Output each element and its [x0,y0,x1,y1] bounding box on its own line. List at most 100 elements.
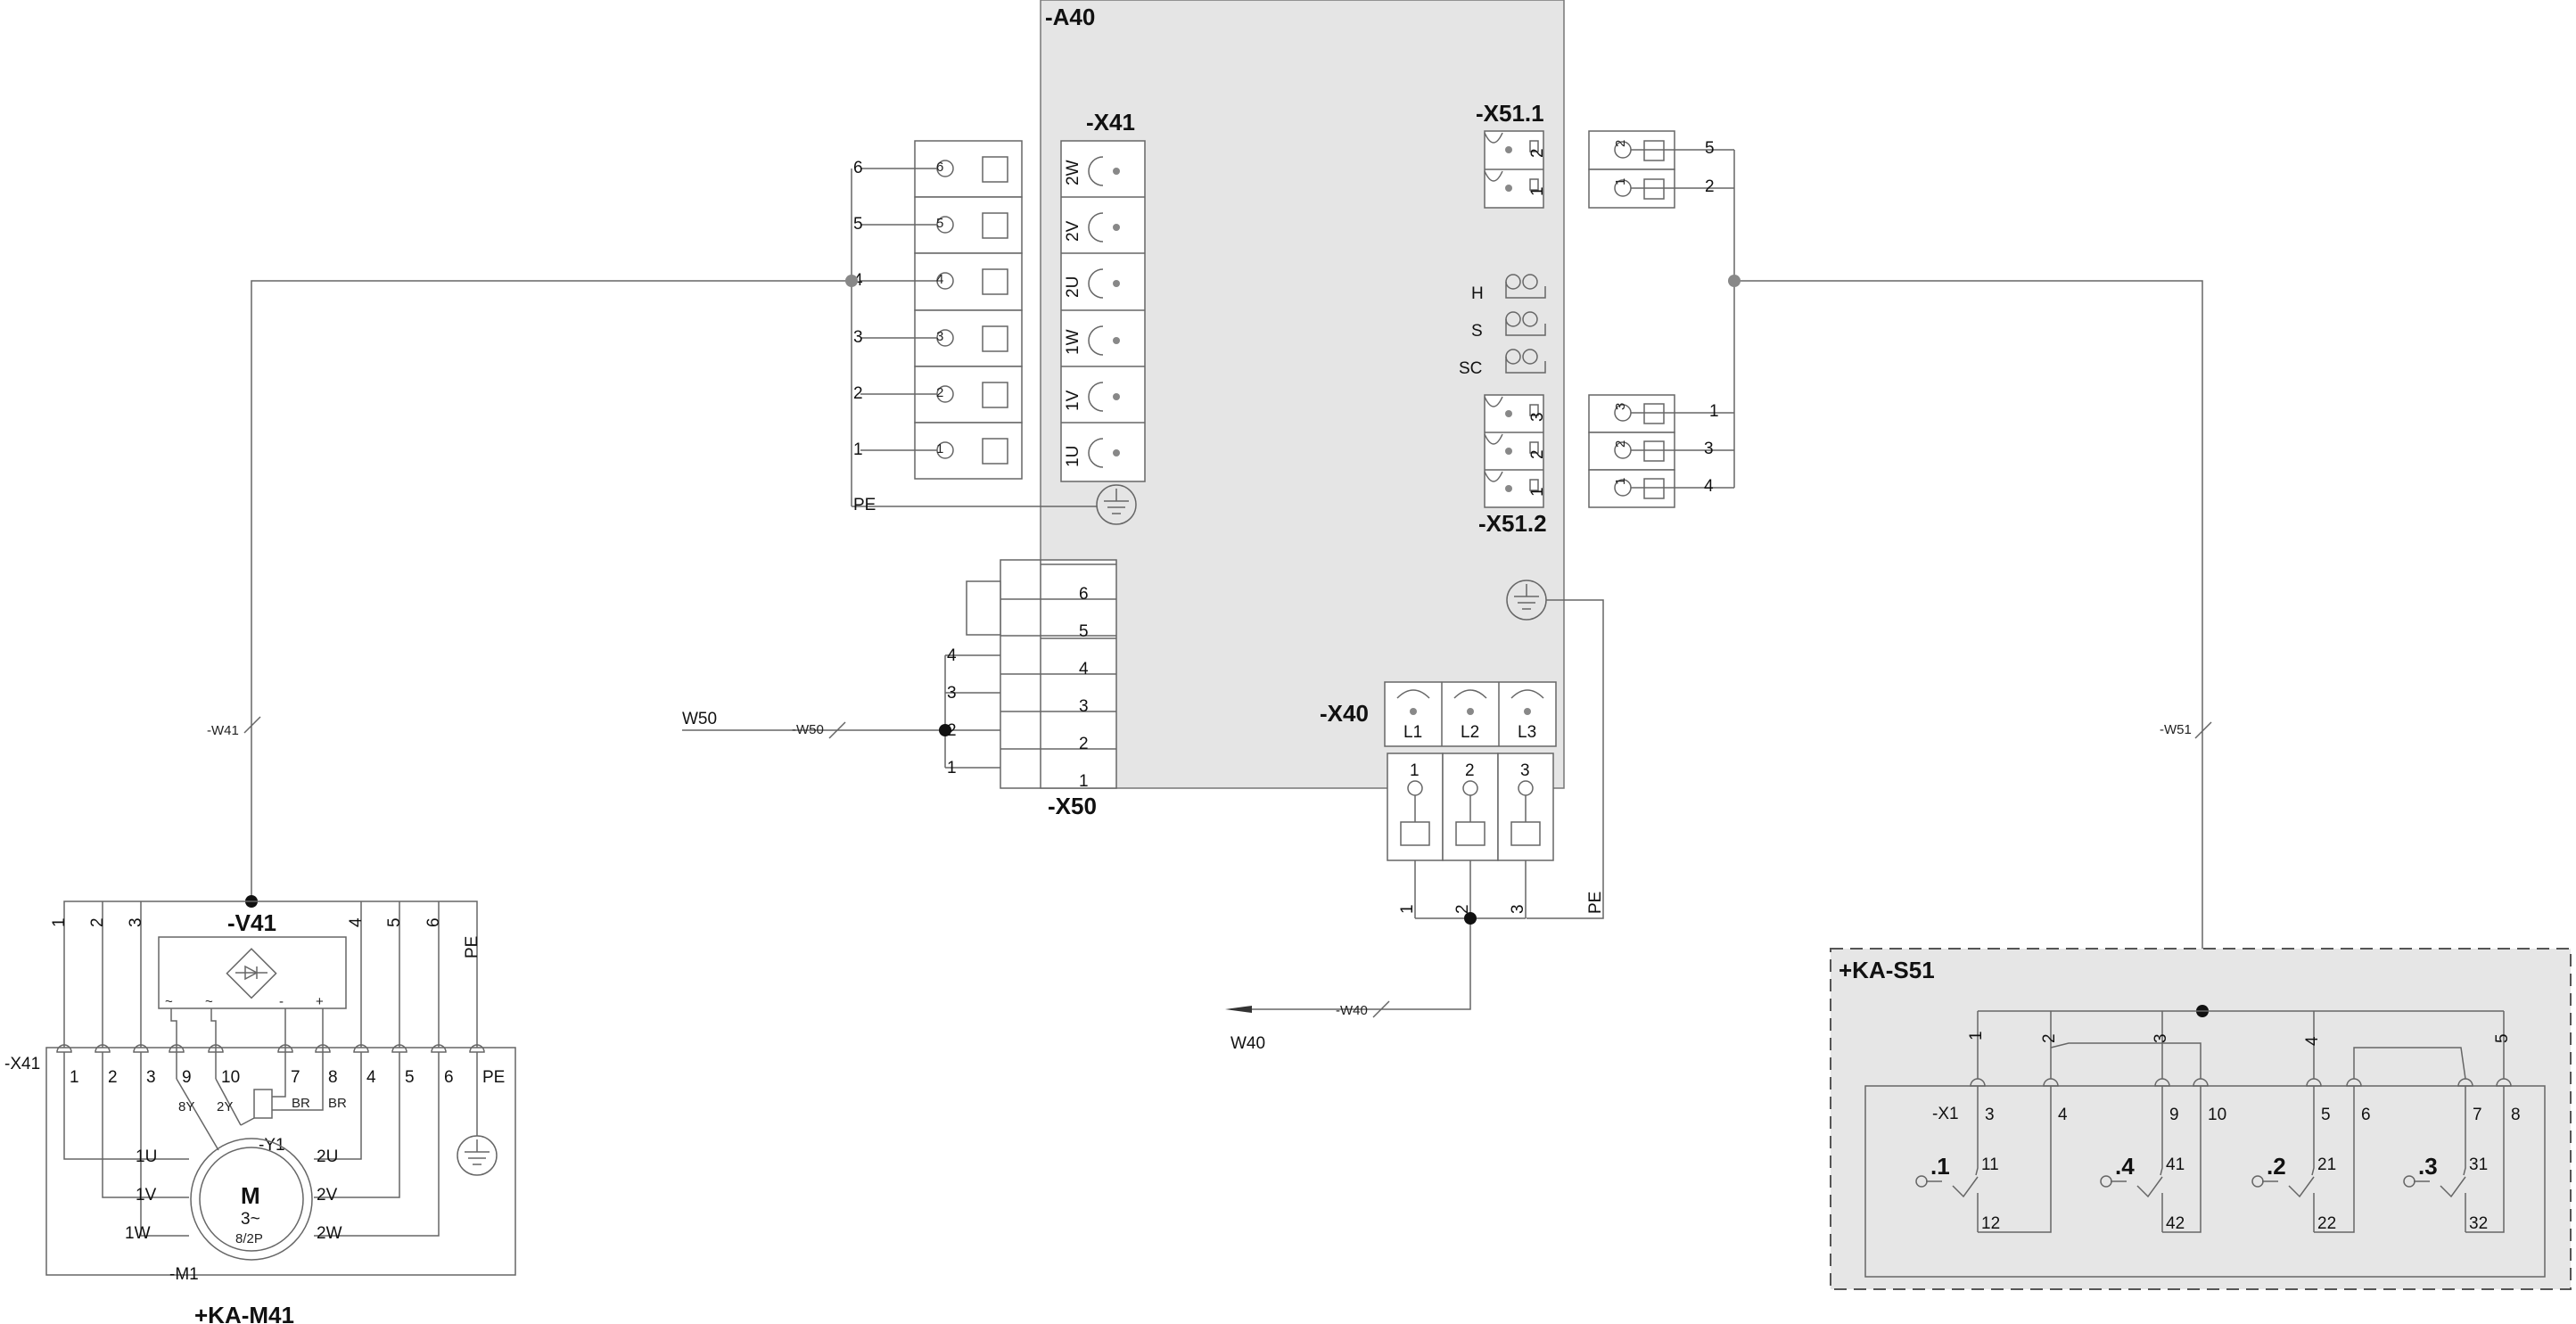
motor-top-wire-3: 3 [127,917,145,927]
x51-1-plug-pin-1: 1 [1613,178,1628,185]
x41-wire-3: 3 [853,328,863,347]
x40-plug-pin-1: 1 [1410,761,1420,780]
w40-tag: -W40 [1336,1003,1368,1018]
x40-wire-1: 1 [1398,904,1417,914]
x40-l3: L3 [1518,723,1536,742]
x51-2-pin-3: 3 [1528,412,1547,422]
x51-2-terminal: 3 2 1 -X51.2 [1478,394,1547,537]
x50-wire-4: 4 [947,646,957,665]
winding-2u: 2U [317,1147,338,1166]
w50-label: W50 [682,710,717,728]
x51-1-wire-5: 5 [1705,139,1715,158]
a40-ground-icon [1506,580,1604,919]
motor-top-wire-pe: PE [463,936,481,958]
motor-pin-2: 2 [108,1068,118,1087]
motor-pin-10: 10 [221,1068,240,1087]
x41-wire-2: 2 [853,384,863,403]
brake-label-8y: 8Y [178,1099,194,1114]
x41-label-1v: 1V [1064,390,1082,411]
rect-mark-3: - [279,994,284,1009]
cable-w51: -W51 [1728,275,2212,1011]
x50-pin-2: 2 [1079,735,1089,753]
w41-tag: -W41 [207,723,239,738]
winding-2w: 2W [317,1224,342,1243]
motor-pin-3: 3 [146,1068,156,1087]
cable-w50: W50 -W50 [682,710,951,739]
x41-plug-pin-5: 5 [936,216,943,231]
motor-pin-5: 5 [405,1068,415,1087]
x41-plug-pin-6: 6 [936,160,943,175]
x51-2-plug: 3 2 1 1 3 4 [1588,150,1735,508]
s51-pin-5: 5 [2321,1106,2331,1124]
diode-icon [226,948,277,999]
s51-top-wire-5: 5 [2493,1033,2512,1043]
x41-terminal: -X41 2W 2V 2U 1W 1V 1U [1060,109,1146,525]
motor-terminal-screws [56,1044,485,1079]
motor-top-wire-5: 5 [385,917,404,927]
x40-wire-3: 3 [1509,904,1527,914]
rect-mark-2: ~ [205,994,213,1009]
x51-2-pin-1: 1 [1528,487,1547,497]
x50-terminal: 6 5 4 3 2 1 -X50 4 3 2 1 [944,559,1117,819]
x41-wire-1: 1 [853,440,863,459]
brake-coil [176,1078,324,1151]
brake-label-br1: BR [292,1096,310,1111]
s51-top-wire-1: 1 [1967,1031,1986,1040]
brake-label-2y: 2Y [217,1099,233,1114]
status-leds: H S SC [1459,274,1546,378]
x41-plug-pin-4: 4 [936,272,943,287]
a40-title: -A40 [1045,4,1095,30]
winding-1w: 1W [125,1224,151,1243]
x41-pe-label: PE [853,496,876,514]
motor-phase: 3~ [241,1210,260,1229]
x41-plug-pin-2: 2 [936,385,943,400]
motor-pin-pe: PE [482,1068,505,1087]
s51-pin-6: 6 [2361,1106,2371,1124]
s51-terminal-label: -X1 [1932,1105,1959,1123]
x51-2-plug-pin-2: 2 [1613,440,1628,448]
x40-plug-pin-2: 2 [1465,761,1475,780]
x51-2-plug-pin-3: 3 [1613,403,1628,410]
winding-2v: 2V [317,1186,338,1205]
x50-pin-1: 1 [1079,772,1089,791]
led-s-label: S [1471,322,1483,341]
x41-label-2w: 2W [1064,160,1082,185]
winding-1u: 1U [136,1147,157,1166]
motor-pin-7: 7 [291,1068,300,1087]
motor-top-wire-1: 1 [50,917,69,927]
motor-assembly: -X41 +KA-M41 1 2 3 4 5 6 PE -V41 ~ ~ - + [4,900,516,1324]
s51-pin-3: 3 [1985,1106,1995,1124]
x40-plug-pin-3: 3 [1520,761,1530,780]
motor-icon [190,1138,313,1261]
s51-terminal-screws [1970,1078,2512,1113]
s51-top-wire-4: 4 [2303,1036,2322,1046]
x50-wire-2: 2 [947,721,957,740]
x51-2-title: -X51.2 [1478,510,1547,537]
x40-l1: L1 [1403,723,1422,742]
x41-label-2v: 2V [1064,220,1082,242]
x50-wire-1: 1 [947,759,957,777]
cable-w40: -W40 W40 [1225,1000,1390,1053]
cable-w41: -W41 [207,275,858,908]
motor-pin-9: 9 [182,1068,192,1087]
x50-pin-3: 3 [1079,697,1089,716]
motor-pin-1: 1 [70,1068,79,1087]
x51-2-plug-pin-1: 1 [1613,478,1628,485]
motor-terminal-box [45,1047,516,1276]
motor-pin-6: 6 [444,1068,454,1087]
s51-pin-7: 7 [2473,1106,2482,1124]
switch-1-bottom: 12 [1981,1214,2000,1233]
x51-2-wire-1: 1 [1709,402,1719,421]
x41-wire-5: 5 [853,215,863,234]
x50-pin-5: 5 [1079,622,1089,641]
x51-2-block [1484,394,1544,508]
ka-m41-title: +KA-M41 [194,1302,294,1324]
x41-wire-6: 6 [853,159,863,177]
x40-title: -X40 [1320,700,1369,727]
x50-wire-3: 3 [947,684,957,703]
x41-plug-pin-3: 3 [936,329,943,344]
x50-pin-4: 4 [1079,660,1089,678]
x41-plug-pin-1: 1 [936,441,943,456]
x41-ground-icon [1096,484,1137,525]
